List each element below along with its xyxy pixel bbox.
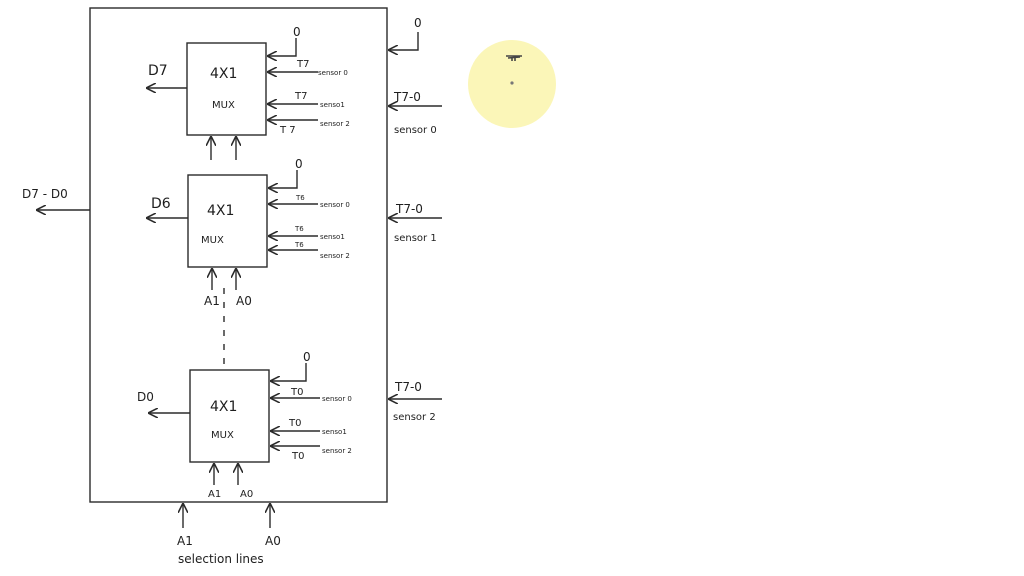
mux-lower-t2: T0 [288, 418, 301, 429]
output-bus: D7 - D0 [22, 187, 90, 210]
external-bus-0-sensor: sensor 0 [394, 125, 437, 136]
mux-middle-box [187, 174, 268, 268]
mux-upper-subtitle: MUX [212, 100, 235, 111]
mux-middle-a0: A0 [236, 294, 252, 308]
external-zero: 0 [414, 16, 422, 30]
external-bus-0: T7-0 [393, 90, 421, 104]
cursor-dot-icon [510, 81, 514, 85]
mux-upper-t1: T7 [296, 59, 309, 70]
external-bus-2: T7-0 [394, 380, 422, 394]
mux-lower: 4X1 MUX D0 0 T0 sensor 0 T0 senso1 T0 se… [137, 350, 352, 500]
mux-middle-t3: T6 [294, 241, 304, 249]
mux-lower-sensor2: sensor 2 [322, 447, 352, 455]
mux-middle-subtitle: MUX [201, 235, 224, 246]
mux-middle-zero: 0 [295, 157, 303, 171]
output-bus-label: D7 - D0 [22, 187, 68, 201]
mux-upper-t3: T 7 [279, 125, 296, 136]
selection-caption: selection lines [178, 552, 264, 566]
mux-lower-output-label: D0 [137, 390, 154, 404]
external-bus-1: T7-0 [395, 202, 423, 216]
mux-middle-title: 4X1 [207, 203, 234, 219]
mux-lower-t3: T0 [291, 451, 304, 462]
mux-upper: 4X1 MUX D7 0 T7 sensor 0 T7 senso1 T 7 s… [147, 25, 350, 160]
mux-middle-sensor0: sensor 0 [320, 201, 350, 209]
external-bus-2-sensor: sensor 2 [393, 412, 436, 423]
mux-upper-box [186, 42, 267, 136]
mux-upper-title: 4X1 [210, 66, 237, 82]
mux-lower-sensor1: senso1 [322, 428, 347, 436]
mux-middle-sensor1: senso1 [320, 233, 345, 241]
mux-upper-sensor1: senso1 [320, 101, 345, 109]
mux-upper-t2: T7 [294, 91, 307, 102]
mux-upper-sensor2: sensor 2 [320, 120, 350, 128]
mux-lower-subtitle: MUX [211, 430, 234, 441]
mux-upper-sensor0: sensor 0 [318, 69, 348, 77]
mux-lower-title: 4X1 [210, 399, 237, 415]
mux-lower-sensor0: sensor 0 [322, 395, 352, 403]
external-bus-1-sensor: sensor 1 [394, 233, 437, 244]
mux-lower-a1: A1 [208, 489, 221, 500]
mux-middle-sensor2: sensor 2 [320, 252, 350, 260]
mux-lower-box [189, 369, 270, 463]
mux-middle-a1: A1 [204, 294, 220, 308]
selection-a1: A1 [177, 534, 193, 548]
mux-upper-output-label: D7 [148, 63, 168, 79]
mux-lower-zero: 0 [303, 350, 311, 364]
mux-middle-t1: T6 [295, 194, 305, 202]
cursor-highlight [468, 40, 556, 128]
mux-upper-zero: 0 [293, 25, 301, 39]
system-box [89, 7, 388, 503]
selection-lines: A1 A0 selection lines [177, 504, 281, 566]
mux-middle-t2: T6 [294, 225, 304, 233]
mux-lower-t1: T0 [290, 387, 303, 398]
external-inputs: 0 T7-0 sensor 0 T7-0 sensor 1 T7-0 senso… [389, 16, 442, 423]
selection-a0: A0 [265, 534, 281, 548]
mux-lower-a0: A0 [240, 489, 253, 500]
mux-middle-output-label: D6 [151, 196, 171, 212]
pen-mark-icon [506, 55, 522, 61]
mux-middle: 4X1 MUX D6 0 T6 sensor 0 T6 senso1 T6 se… [147, 157, 350, 308]
